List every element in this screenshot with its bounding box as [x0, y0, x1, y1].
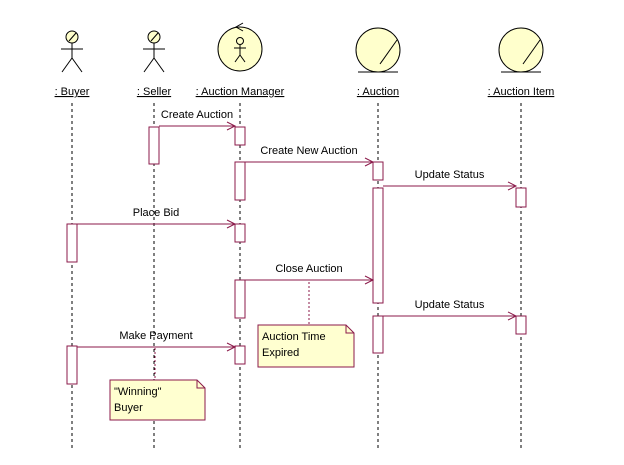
note-box — [257, 324, 355, 368]
arrow-head — [364, 275, 375, 285]
activation-bar — [372, 187, 384, 304]
arrow-head — [507, 311, 518, 321]
note-fold — [345, 325, 354, 334]
note-fold — [196, 380, 205, 389]
actor-icon — [143, 30, 165, 73]
activation-bar — [515, 315, 527, 335]
message-label: Create New Auction — [260, 145, 357, 157]
message-label: Update Status — [415, 169, 485, 181]
entity-icon — [355, 27, 401, 73]
activation-bar — [234, 345, 246, 365]
lifeline-label-auction: : Auction — [357, 86, 399, 98]
note-text: Auction Time — [262, 331, 326, 343]
lifeline-label-manager: : Auction Manager — [196, 86, 285, 98]
activation-bar — [66, 345, 78, 385]
lifeline-label-item: : Auction Item — [488, 86, 555, 98]
activation-bar — [234, 279, 246, 319]
lifeline-label-seller: : Seller — [137, 86, 172, 98]
arrow-head — [507, 181, 518, 191]
activation-bar — [372, 315, 384, 354]
message-label: Update Status — [415, 299, 485, 311]
note-text: Expired — [262, 347, 299, 359]
control-icon — [217, 22, 263, 72]
entity-icon — [498, 27, 544, 73]
arrow-head — [364, 157, 375, 167]
message-label: Place Bid — [133, 207, 179, 219]
note-text: "Winning" — [114, 386, 162, 398]
activation-bar — [148, 126, 160, 165]
message-label: Create Auction — [161, 109, 233, 121]
actor-icon — [61, 30, 83, 73]
activation-bar — [234, 161, 246, 201]
arrow-head — [226, 219, 237, 229]
note-text: Buyer — [114, 402, 143, 414]
message-label: Make Payment — [119, 330, 192, 342]
note-box — [109, 379, 206, 421]
message-label: Close Auction — [275, 263, 342, 275]
lifeline-label-buyer: : Buyer — [55, 86, 90, 98]
activation-bar — [372, 161, 384, 181]
arrow-head — [226, 342, 237, 352]
activation-bar — [66, 223, 78, 263]
arrow-head — [226, 121, 237, 131]
activation-bar — [234, 126, 246, 146]
activation-bar — [234, 223, 246, 243]
activation-bar — [515, 187, 527, 208]
